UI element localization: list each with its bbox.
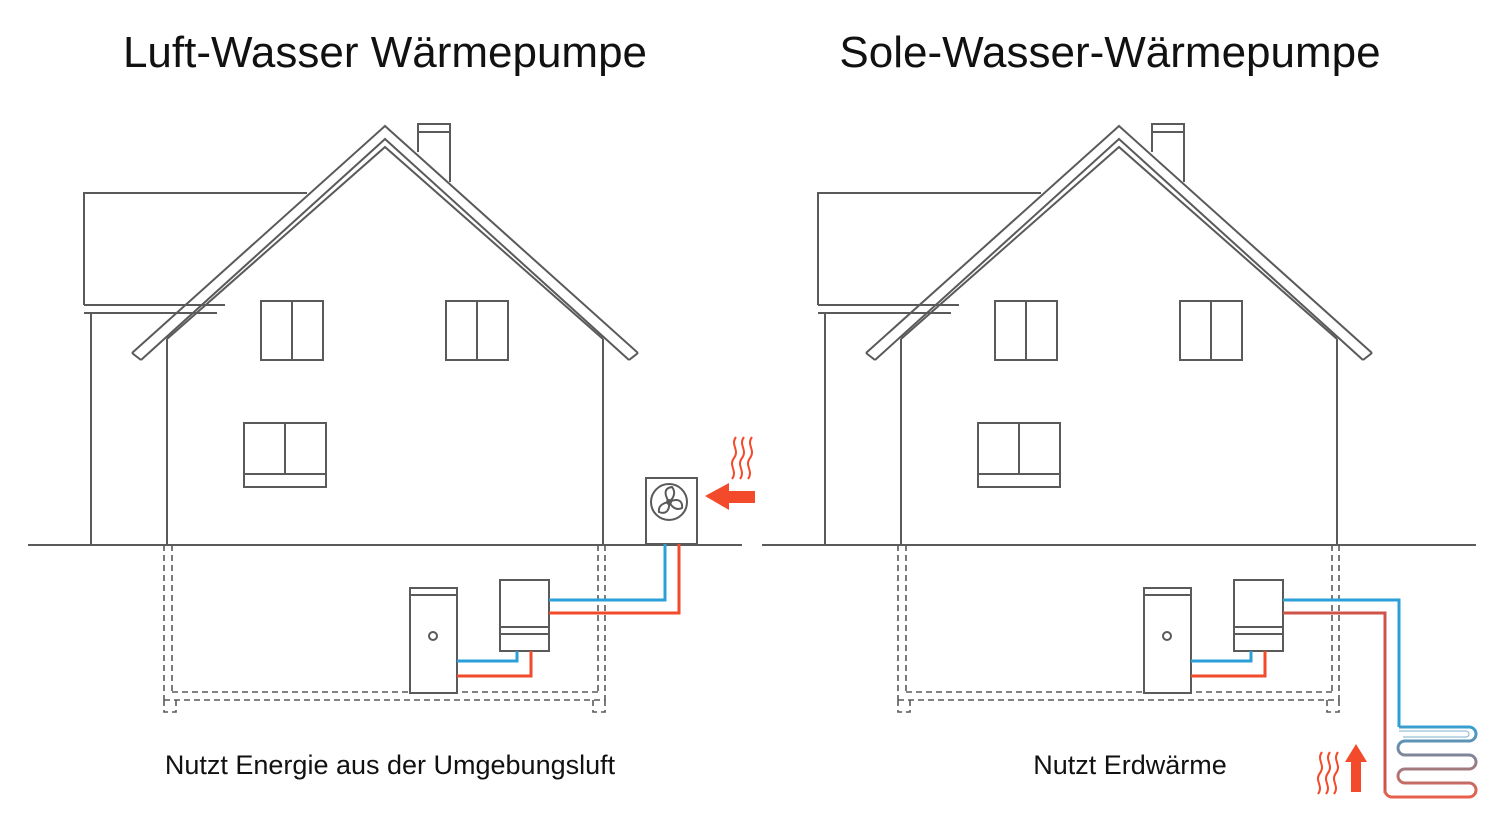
ground-collector bbox=[1383, 725, 1478, 799]
arrow-left-icon bbox=[705, 483, 755, 510]
wavy-lines-icon bbox=[731, 436, 753, 480]
title-air-heat-pump: Luft-Wasser Wärmepumpe bbox=[122, 28, 648, 77]
house-left bbox=[83, 123, 639, 713]
fan-icon bbox=[650, 483, 688, 521]
caption-air-heat-pump: Nutzt Energie aus der Umgebungsluft bbox=[164, 750, 616, 780]
pipes-outdoor-left bbox=[549, 544, 681, 615]
house-right bbox=[817, 123, 1373, 713]
pipes-collector-right bbox=[1283, 598, 1401, 793]
arrow-up-icon bbox=[1345, 744, 1367, 792]
wavy-lines-icon bbox=[1317, 751, 1339, 795]
title-ground-heat-pump: Sole-Wasser-Wärmepumpe bbox=[839, 28, 1381, 77]
pipes-indoor-right bbox=[1191, 651, 1267, 678]
pipes-indoor-left bbox=[457, 651, 533, 678]
caption-ground-heat-pump: Nutzt Erdwärme bbox=[1033, 750, 1227, 780]
outdoor-unit bbox=[645, 477, 698, 545]
